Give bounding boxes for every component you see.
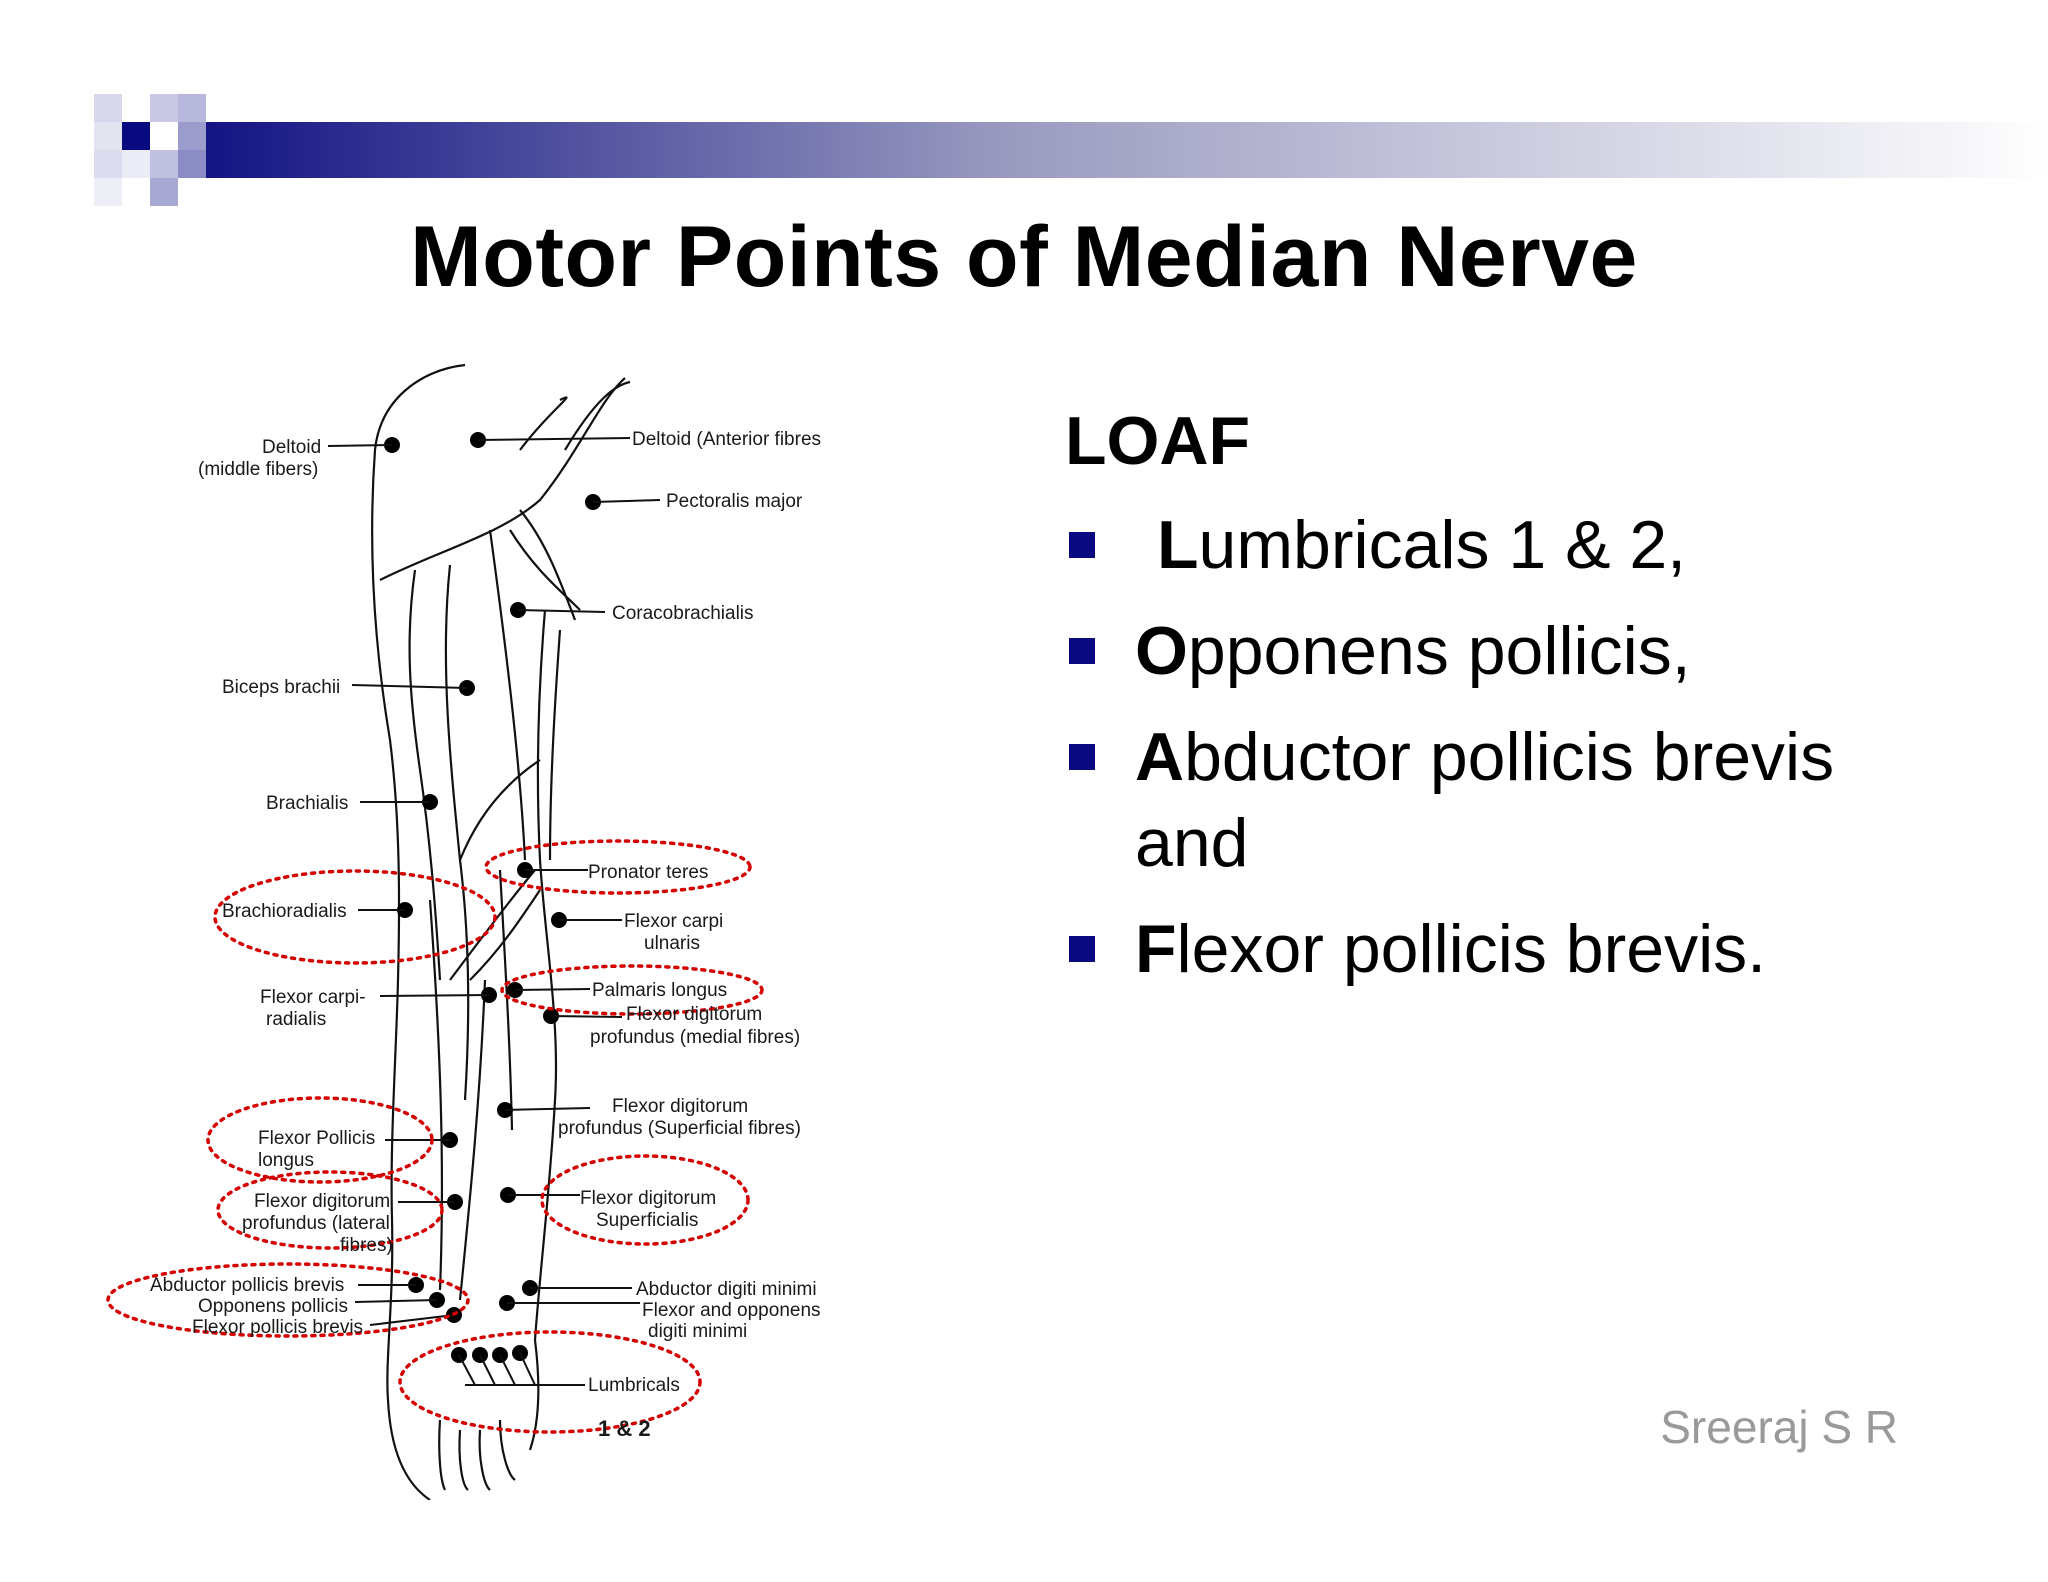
item-initial: L bbox=[1157, 507, 1199, 583]
label-fds: Superficialis bbox=[596, 1210, 698, 1231]
highlight-fdp-lateral bbox=[216, 1170, 444, 1250]
item-initial: F bbox=[1135, 911, 1177, 987]
highlight-fcr bbox=[213, 869, 497, 965]
item-text: pponens pollicis, bbox=[1187, 613, 1691, 689]
label-fodm: digiti minimi bbox=[648, 1321, 747, 1342]
deco-square bbox=[94, 94, 122, 122]
label-fdp-medial: Flexor digitorum bbox=[626, 1004, 762, 1025]
label-fdp-medial: profundus (medial fibres) bbox=[590, 1027, 800, 1048]
label-apb: Abductor pollicis brevis bbox=[150, 1275, 344, 1296]
label-fpb: Flexor pollicis brevis bbox=[192, 1317, 363, 1338]
label-lumbricals-number: 1 & 2 bbox=[598, 1416, 651, 1441]
slide-title: Motor Points of Median Nerve bbox=[410, 209, 1638, 305]
mnemonic-heading: LOAF bbox=[1065, 403, 1251, 479]
label-deltoid-middle: Deltoid bbox=[262, 437, 321, 458]
label-fdp-lateral: fibres) bbox=[340, 1235, 393, 1256]
arm-outline bbox=[371, 363, 631, 1500]
square-bullet-icon bbox=[1069, 936, 1095, 962]
label-deltoid-middle: (middle fibers) bbox=[198, 459, 318, 480]
deco-square bbox=[122, 94, 150, 122]
label-brachialis: Brachialis bbox=[266, 793, 348, 814]
label-pronator-teres: Pronator teres bbox=[588, 862, 708, 883]
mnemonic-panel: LOAF Lumbricals 1 & 2, Opponens pollicis… bbox=[1065, 402, 1965, 1012]
list-item: Abductor pollicis brevis and bbox=[1065, 714, 1965, 886]
label-fdp-superficial: Flexor digitorum bbox=[612, 1096, 748, 1117]
deco-square bbox=[122, 122, 150, 150]
deco-square bbox=[150, 94, 178, 122]
highlight-pronator-teres bbox=[484, 839, 752, 895]
deco-square bbox=[150, 150, 178, 178]
square-bullet-icon bbox=[1069, 532, 1095, 558]
deco-square bbox=[122, 150, 150, 178]
label-fpl: longus bbox=[258, 1150, 314, 1171]
highlight-fds bbox=[540, 1154, 750, 1246]
list-item: Flexor pollicis brevis. bbox=[1065, 906, 1965, 992]
label-fpl: Flexor Pollicis bbox=[258, 1128, 375, 1149]
highlight-ellipses bbox=[106, 839, 764, 1434]
label-lumbricals: Lumbricals bbox=[588, 1375, 680, 1396]
mnemonic-list: Lumbricals 1 & 2, Opponens pollicis, Abd… bbox=[1065, 502, 1965, 992]
label-fcu: ulnaris bbox=[644, 933, 700, 954]
item-initial: O bbox=[1135, 613, 1188, 689]
arm-diagram: Deltoid (middle fibers) Deltoid (Anterio… bbox=[106, 363, 821, 1500]
label-fcr: radialis bbox=[266, 1009, 326, 1030]
deco-square bbox=[178, 122, 206, 150]
label-fdp-lateral: profundus (lateral bbox=[242, 1213, 390, 1234]
item-text: umbricals 1 & 2, bbox=[1198, 507, 1687, 583]
label-pectoralis-major: Pectoralis major bbox=[666, 491, 803, 512]
list-item: Opponens pollicis, bbox=[1065, 608, 1965, 694]
label-deltoid-anterior: Deltoid (Anterior fibres bbox=[632, 429, 821, 450]
label-fcu: Flexor carpi bbox=[624, 911, 723, 932]
label-fds: Flexor digitorum bbox=[580, 1188, 716, 1209]
highlight-fpl bbox=[206, 1096, 434, 1184]
deco-square bbox=[178, 94, 206, 122]
square-bullet-icon bbox=[1069, 744, 1095, 770]
highlight-lumbricals bbox=[398, 1330, 702, 1434]
deco-square bbox=[178, 150, 206, 178]
item-text: bductor pollicis brevis and bbox=[1135, 719, 1835, 881]
label-fodm: Flexor and opponens bbox=[642, 1300, 821, 1321]
gradient-bar bbox=[150, 122, 2048, 178]
deco-square bbox=[150, 122, 178, 150]
label-biceps-brachii: Biceps brachii bbox=[222, 677, 340, 698]
label-brachioradialis: Brachioradialis bbox=[222, 901, 347, 922]
list-item: Lumbricals 1 & 2, bbox=[1065, 502, 1965, 588]
header-band bbox=[94, 94, 2048, 206]
leader-lines bbox=[327, 437, 661, 1386]
label-fdp-lateral: Flexor digitorum bbox=[254, 1191, 390, 1212]
label-palmaris-longus: Palmaris longus bbox=[592, 980, 727, 1001]
label-adm: Abductor digiti minimi bbox=[636, 1279, 817, 1300]
label-fcr: Flexor carpi- bbox=[260, 987, 366, 1008]
deco-square bbox=[150, 178, 178, 206]
deco-square bbox=[94, 122, 122, 150]
deco-square bbox=[94, 178, 122, 206]
deco-square bbox=[94, 150, 122, 178]
item-initial: A bbox=[1135, 719, 1185, 795]
label-op: Opponens pollicis bbox=[198, 1296, 348, 1317]
label-coracobrachialis: Coracobrachialis bbox=[612, 603, 754, 624]
diagram-labels: Deltoid (middle fibers) Deltoid (Anterio… bbox=[150, 429, 821, 1441]
motor-points bbox=[384, 432, 601, 1363]
label-fdp-superficial: profundus (Superficial fibres) bbox=[558, 1118, 801, 1139]
author-credit: Sreeraj S R bbox=[1660, 1401, 1898, 1453]
highlight-palmaris bbox=[500, 964, 764, 1016]
highlight-thenar bbox=[106, 1262, 470, 1338]
square-bullet-icon bbox=[1069, 638, 1095, 664]
item-text: lexor pollicis brevis. bbox=[1176, 911, 1767, 987]
